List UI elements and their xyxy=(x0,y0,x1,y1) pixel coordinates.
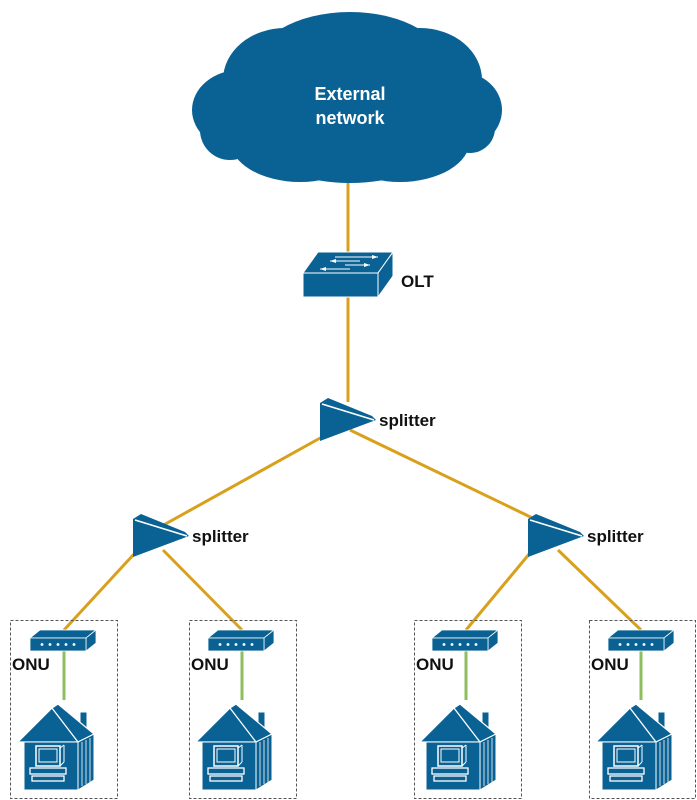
premise-boundary xyxy=(589,620,696,799)
onu-label: ONU xyxy=(591,655,629,674)
splitter-root[interactable]: splitter xyxy=(320,398,436,441)
splitter-icon xyxy=(320,398,376,441)
splitter-left[interactable]: splitter xyxy=(133,514,249,557)
house-icon xyxy=(17,703,95,791)
onu-label: ONU xyxy=(416,655,454,674)
cloud-icon xyxy=(192,12,502,183)
splitter-icon xyxy=(528,514,584,557)
splitter-right[interactable]: splitter xyxy=(528,514,644,557)
olt-device[interactable]: OLT xyxy=(302,250,434,299)
olt-label: OLT xyxy=(401,272,434,291)
premise-boundary xyxy=(189,620,297,799)
switch-icon xyxy=(302,250,394,299)
splitter-label: splitter xyxy=(587,527,644,546)
links xyxy=(62,182,643,632)
fiber-link-right-onu4 xyxy=(556,548,643,632)
subscriber-premise-4[interactable]: ONU xyxy=(589,620,696,799)
subscriber-premise-2[interactable]: ONU xyxy=(189,620,297,799)
subscriber-premise-1[interactable]: ONU xyxy=(10,620,118,799)
splitter-label: splitter xyxy=(192,527,249,546)
cloud-label-line2: network xyxy=(315,108,385,128)
onu-icon xyxy=(607,629,675,652)
onu-label: ONU xyxy=(12,655,50,674)
house-icon xyxy=(195,703,273,791)
fiber-link-left-onu1 xyxy=(62,551,137,632)
premise-boundary xyxy=(414,620,522,799)
onu-icon xyxy=(207,629,275,652)
fiber-link-left-onu2 xyxy=(161,548,244,632)
onu-icon xyxy=(431,629,499,652)
subscriber-premise-3[interactable]: ONU xyxy=(414,620,522,799)
external-network-cloud[interactable]: External network xyxy=(192,12,502,183)
splitter-icon xyxy=(133,514,189,557)
onu-icon xyxy=(29,629,97,652)
house-icon xyxy=(419,703,497,791)
premise-boundary xyxy=(10,620,118,799)
onu-label: ONU xyxy=(191,655,229,674)
fiber-link-splitter-left xyxy=(159,435,323,529)
house-icon xyxy=(595,703,673,791)
cloud-label-line1: External xyxy=(314,84,385,104)
splitter-label: splitter xyxy=(379,411,436,430)
fiber-link-splitter-right xyxy=(349,428,546,526)
fiber-link-right-onu3 xyxy=(464,552,532,631)
